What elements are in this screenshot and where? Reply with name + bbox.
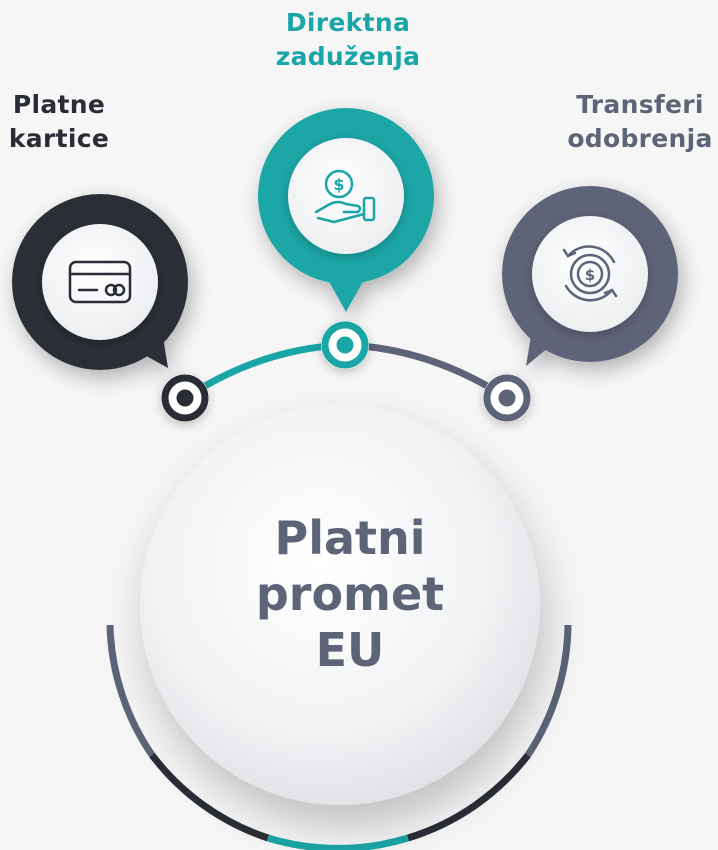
hub-ring bbox=[106, 624, 572, 850]
connector-node-left bbox=[161, 374, 209, 422]
svg-text:$: $ bbox=[585, 266, 595, 284]
connector-node-center bbox=[321, 321, 369, 369]
pin-platne-kartice bbox=[12, 194, 188, 370]
pin-direktna-zaduzenja: $ bbox=[258, 108, 434, 312]
money-transfer-icon: $ bbox=[562, 245, 618, 302]
hub-circle bbox=[140, 405, 540, 805]
hub-title: Platni promet EU bbox=[255, 511, 445, 677]
pin-transferi-odobrenja: $ bbox=[502, 186, 678, 366]
label-platne-kartice: Platne kartice bbox=[8, 90, 110, 153]
svg-text:$: $ bbox=[333, 175, 344, 194]
label-direktna-zaduzenja: Direktna zaduženja bbox=[275, 8, 421, 71]
credit-card-icon bbox=[68, 260, 132, 304]
hand-coin-icon: $ bbox=[314, 169, 376, 224]
label-transferi-odobrenja: Transferi odobrenja bbox=[567, 90, 713, 153]
connector-node-right bbox=[483, 374, 531, 422]
